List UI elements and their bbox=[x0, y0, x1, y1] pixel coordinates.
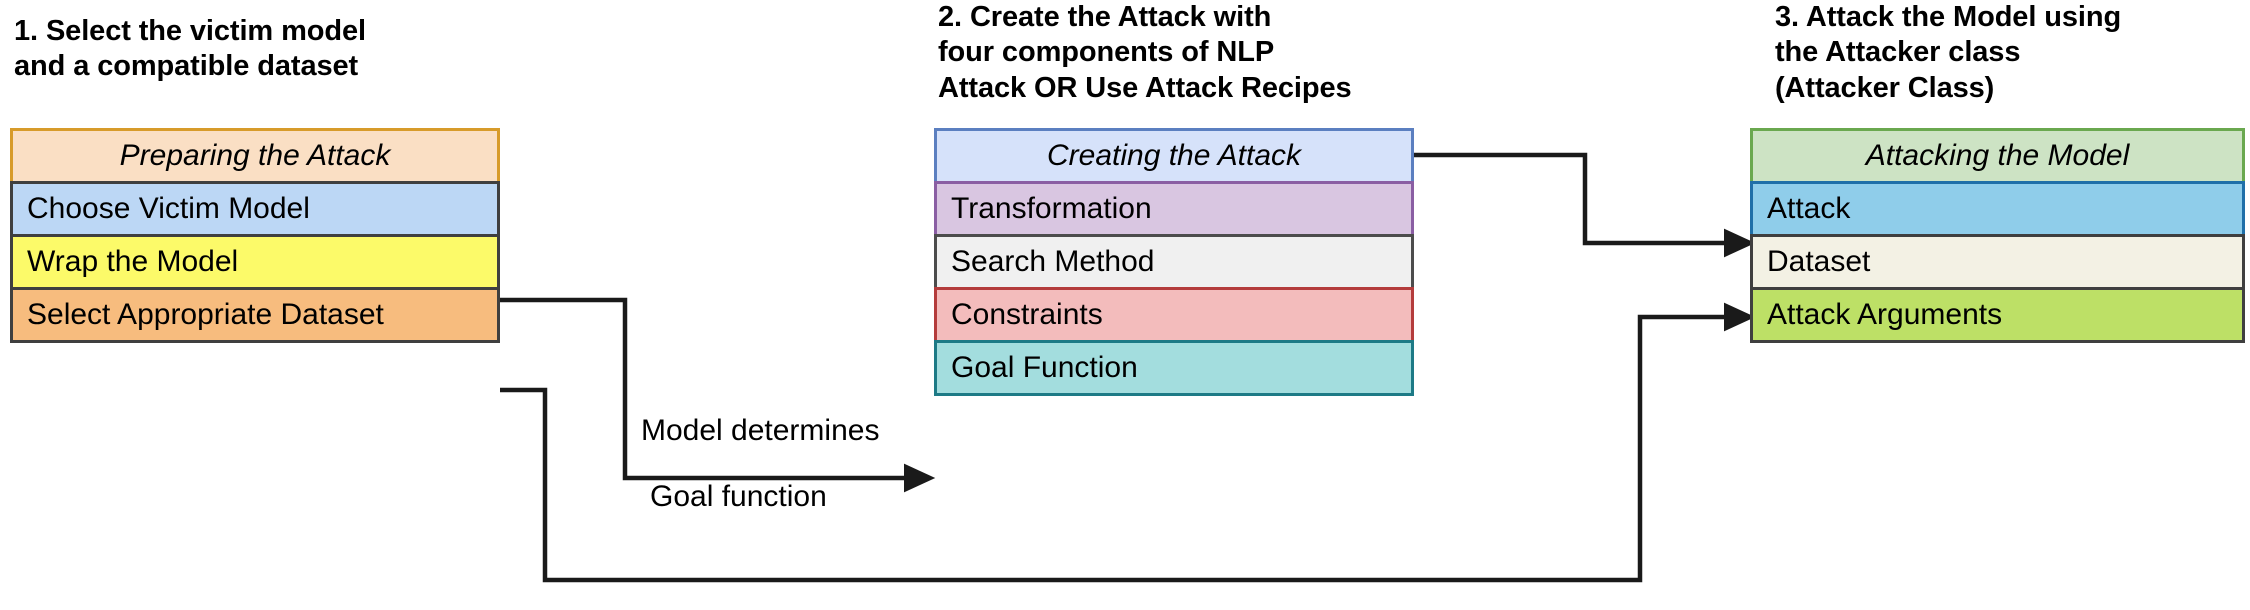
box-label: Search Method bbox=[951, 245, 1155, 278]
step-title-1: 1. Select the victim model and a compati… bbox=[14, 15, 366, 83]
box-preparing-the-attack[interactable]: Preparing the Attack bbox=[10, 128, 500, 184]
box-label: Wrap the Model bbox=[27, 245, 239, 278]
box-creating-the-attack[interactable]: Creating the Attack bbox=[934, 128, 1414, 184]
box-choose-victim-model[interactable]: Choose Victim Model bbox=[10, 181, 500, 237]
edge-label-goal-function: Goal function bbox=[650, 480, 827, 513]
box-search-method[interactable]: Search Method bbox=[934, 234, 1414, 290]
box-constraints[interactable]: Constraints bbox=[934, 287, 1414, 343]
box-label: Transformation bbox=[951, 192, 1152, 225]
connector-wrap-model-to-goal-function bbox=[500, 297, 936, 493]
box-goal-function[interactable]: Goal Function bbox=[934, 340, 1414, 396]
box-label: Attack Arguments bbox=[1767, 298, 2003, 331]
box-label: Attack bbox=[1767, 192, 1851, 225]
column-create: Creating the Attack Transformation Searc… bbox=[934, 128, 1414, 396]
step-title-2: 2. Create the Attack with four component… bbox=[938, 1, 1352, 104]
box-label: Preparing the Attack bbox=[119, 139, 391, 172]
column-prepare: Preparing the Attack Choose Victim Model… bbox=[10, 128, 500, 343]
box-attack[interactable]: Attack bbox=[1750, 181, 2245, 237]
box-dataset[interactable]: Dataset bbox=[1750, 234, 2245, 290]
box-label: Goal Function bbox=[951, 351, 1138, 384]
box-attack-arguments[interactable]: Attack Arguments bbox=[1750, 287, 2245, 343]
box-attacking-the-model[interactable]: Attacking the Model bbox=[1750, 128, 2245, 184]
box-label: Choose Victim Model bbox=[27, 192, 310, 225]
step-title-3: 3. Attack the Model using the Attacker c… bbox=[1775, 1, 2122, 104]
box-select-appropriate-dataset[interactable]: Select Appropriate Dataset bbox=[10, 287, 500, 343]
box-label: Dataset bbox=[1767, 245, 1871, 278]
box-wrap-the-model[interactable]: Wrap the Model bbox=[10, 234, 500, 290]
box-transformation[interactable]: Transformation bbox=[934, 181, 1414, 237]
box-label: Attacking the Model bbox=[1865, 139, 2130, 172]
box-label: Creating the Attack bbox=[1046, 139, 1302, 172]
connector-creating-attack-to-attack bbox=[1414, 152, 1756, 258]
box-label: Select Appropriate Dataset bbox=[27, 298, 384, 331]
edge-label-model-determines: Model determines bbox=[641, 414, 880, 447]
box-label: Constraints bbox=[951, 298, 1103, 331]
column-attack: Attacking the Model Attack Dataset Attac… bbox=[1750, 128, 2245, 343]
